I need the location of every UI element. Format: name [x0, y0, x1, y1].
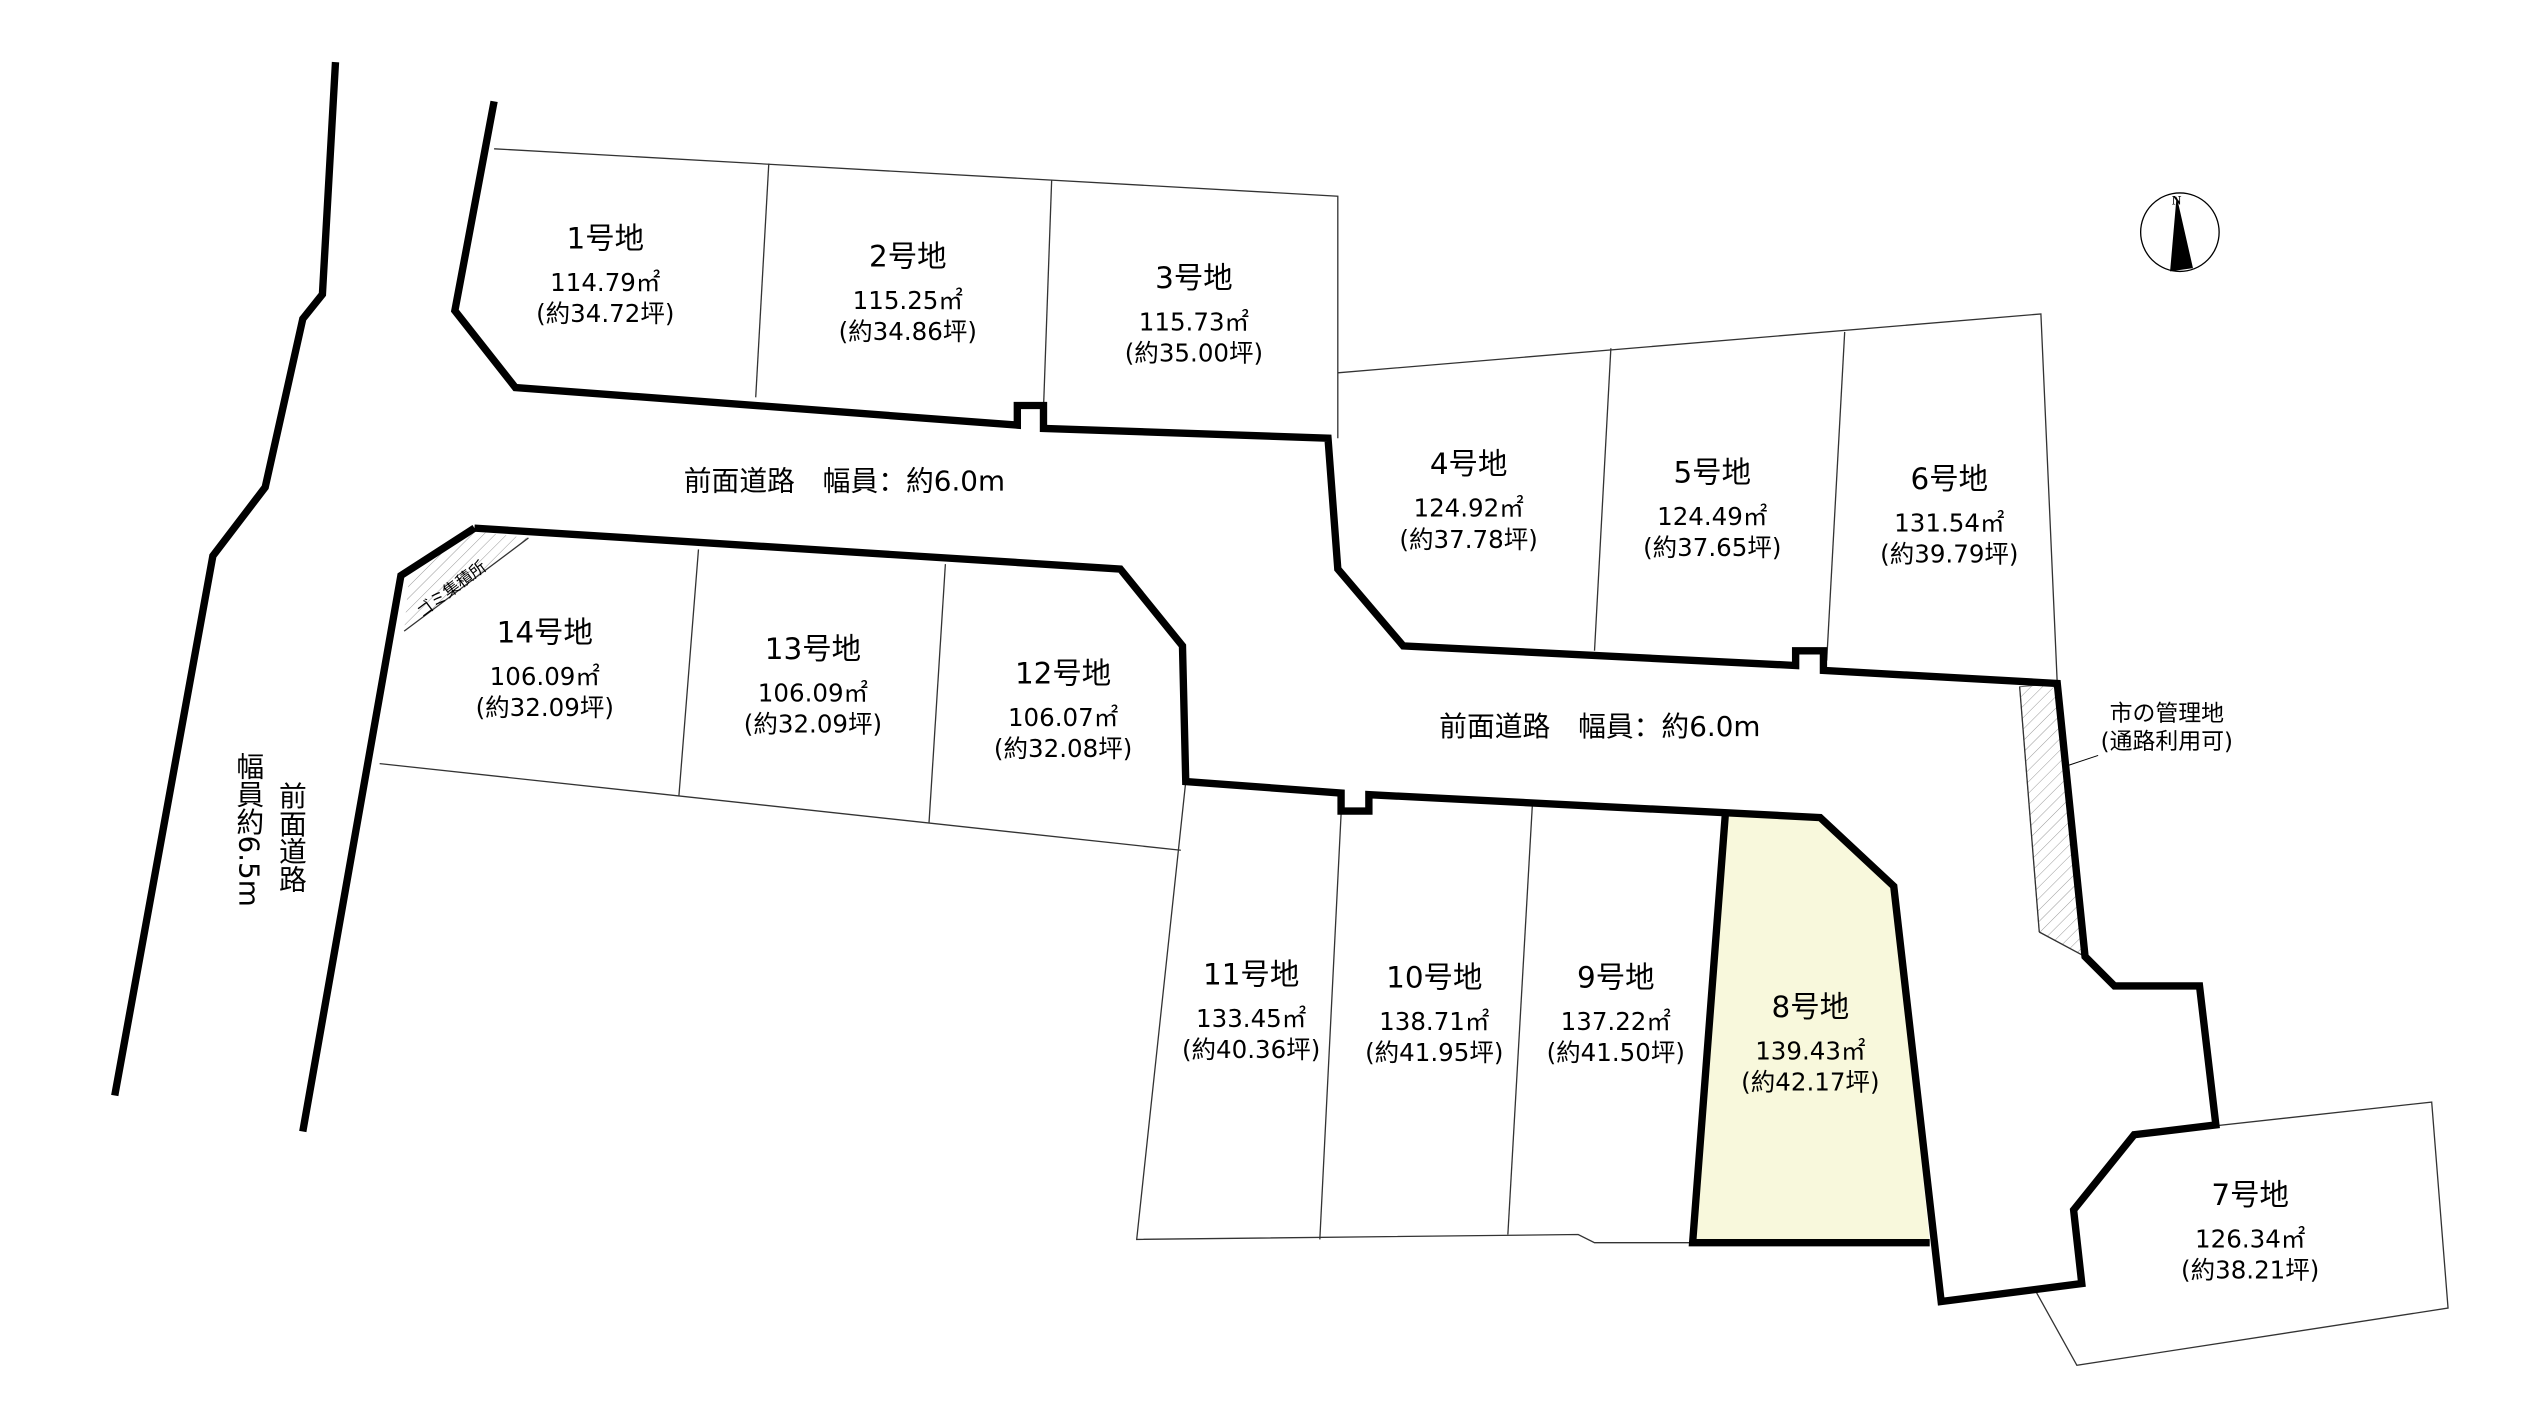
lot-area: 106.07㎡ [1008, 703, 1118, 732]
lot-tsubo: (約37.65坪) [1643, 533, 1781, 562]
lot-tsubo: (約37.78坪) [1399, 525, 1537, 554]
lot-area: 131.54㎡ [1894, 508, 2004, 537]
lot-name: 11号地 [1203, 957, 1299, 991]
lot-area: 115.25㎡ [853, 286, 963, 315]
city-land-note: (通路利用可) [2101, 729, 2233, 755]
lot-name: 14号地 [497, 616, 593, 650]
lot-9[interactable]: 9号地 137.22㎡(約41.50坪) [1547, 961, 1685, 1068]
lot-4[interactable]: 4号地 124.92㎡(約37.78坪) [1399, 447, 1537, 554]
lot-area: 133.45㎡ [1196, 1004, 1306, 1033]
lot-tsubo: (約32.09坪) [744, 710, 882, 739]
lot-area: 106.09㎡ [490, 662, 600, 691]
lot-10[interactable]: 10号地 138.71㎡(約41.95坪) [1365, 961, 1503, 1068]
lot-name: 10号地 [1386, 961, 1482, 995]
lot-11[interactable]: 11号地 133.45㎡(約40.36坪) [1182, 957, 1320, 1064]
lot-name: 6号地 [1911, 462, 1989, 496]
lot-area: 124.49㎡ [1657, 502, 1767, 531]
lot-tsubo: (約40.36坪) [1182, 1035, 1320, 1064]
lot-12[interactable]: 12号地 106.07㎡(約32.08坪) [994, 656, 1132, 763]
lot-13[interactable]: 13号地 106.09㎡ (約32.09坪) [744, 632, 882, 739]
lot-6[interactable]: 6号地 131.54㎡(約39.79坪) [1880, 462, 2018, 569]
lot-8-highlight[interactable] [1692, 814, 1930, 1243]
lot-name: 4号地 [1430, 447, 1508, 481]
lot-14[interactable]: 14号地 106.09㎡(約32.09坪) [476, 616, 614, 723]
west-road-name: 前面道路 [275, 782, 308, 893]
west-road-width: 幅員約6.5m [232, 752, 265, 907]
compass-n-label: N [2172, 192, 2182, 207]
north-arrow-icon [2170, 196, 2193, 272]
lot-name: 12号地 [1015, 656, 1111, 690]
lot-tsubo: (約41.95坪) [1365, 1038, 1503, 1067]
lot-tsubo: (約39.79坪) [1880, 539, 2018, 568]
compass-circle [2139, 192, 2220, 273]
lot-tsubo: (約32.08坪) [994, 734, 1132, 763]
lot-area: 106.09㎡ [758, 678, 868, 707]
lot-name: 2号地 [869, 240, 947, 274]
lot-lines [379, 148, 2449, 1367]
lot-labels: 1号地 114.79㎡(約34.72坪) 2号地 115.25㎡(約34.86坪) 3号… [476, 222, 2320, 1285]
city-land-area [2019, 682, 2086, 958]
lot-tsubo: (約38.21坪) [2181, 1256, 2319, 1285]
lot-area: 115.73㎡ [1139, 307, 1249, 336]
lot-tsubo: (約32.09坪) [476, 693, 614, 722]
lot-tsubo: (約34.86坪) [839, 317, 977, 346]
lower-road-label: 前面道路 幅員：約6.0m [1439, 710, 1760, 743]
lot-name: 8号地 [1772, 990, 1850, 1024]
lot-name: 5号地 [1673, 455, 1751, 489]
lot-area: 124.92㎡ [1413, 494, 1523, 523]
lot-tsubo: (約42.17坪) [1741, 1068, 1879, 1097]
lot-name: 9号地 [1577, 961, 1655, 995]
lot-area: 139.43㎡ [1755, 1037, 1865, 1066]
lot-tsubo: (約41.50坪) [1547, 1038, 1685, 1067]
lot-tsubo: (約34.72坪) [536, 299, 674, 328]
lot-area: 126.34㎡ [2195, 1225, 2305, 1254]
city-land-label: 市の管理地 [2110, 701, 2225, 727]
lot-5[interactable]: 5号地 124.49㎡(約37.65坪) [1643, 455, 1781, 562]
lot-3[interactable]: 3号地 115.73㎡(約35.00坪) [1125, 261, 1263, 368]
north-compass: N [2139, 192, 2220, 273]
lot-name: 3号地 [1155, 261, 1233, 295]
lot-area: 138.71㎡ [1379, 1007, 1489, 1036]
lot-area: 137.22㎡ [1561, 1007, 1671, 1036]
lot-7[interactable]: 7号地 126.34㎡(約38.21坪) [2181, 1178, 2319, 1285]
upper-road-label: 前面道路 幅員：約6.0m [684, 465, 1005, 498]
lot-name: 1号地 [566, 222, 644, 256]
lot-tsubo: (約35.00坪) [1125, 338, 1263, 367]
lot-name: 7号地 [2211, 1178, 2289, 1212]
road-boundaries [111, 61, 2220, 1306]
lot-2[interactable]: 2号地 115.25㎡(約34.86坪) [839, 240, 977, 347]
garbage-area [404, 531, 529, 632]
lot-name: 13号地 [765, 632, 861, 666]
lot-1[interactable]: 1号地 114.79㎡(約34.72坪) [536, 222, 674, 329]
lot-8[interactable]: 8号地 139.43㎡(約42.17坪) [1741, 990, 1879, 1097]
lot-area: 114.79㎡ [550, 268, 660, 297]
